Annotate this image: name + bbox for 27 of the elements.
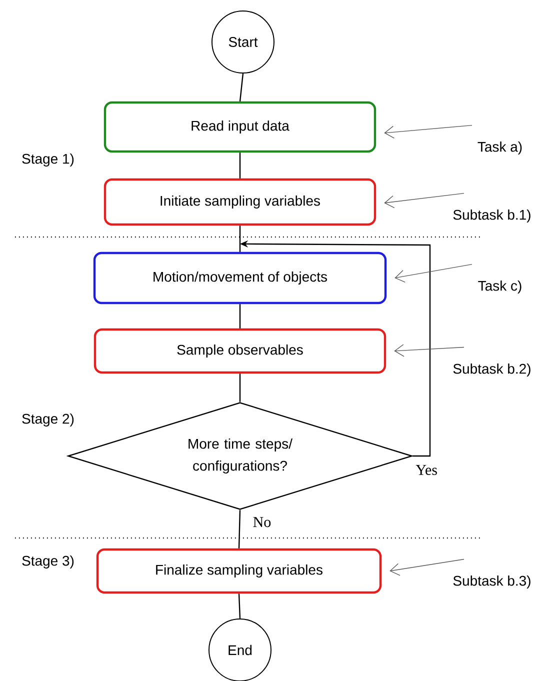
stage-label: Stage 1) [22,153,74,167]
annotation-text: Subtask b.2) [453,363,530,377]
process-box: Read input data [104,101,376,153]
connector-line [239,304,241,328]
stage-label: Stage 3) [22,555,74,569]
pointer-arrow [390,558,464,576]
annotation-text: Task a) [478,141,522,155]
process-box: Initiate sampling variables [104,178,376,226]
connector-line [239,374,241,402]
connector-line [238,594,241,619]
connector-line [239,73,244,102]
connector-line [238,510,241,548]
edge-label: Yes [416,465,437,475]
connector-line [239,226,241,252]
annotation-text: Subtask b.3) [453,575,530,589]
process-box: Sample observables [94,328,386,374]
pointer-arrow [394,344,464,357]
stage-label: Stage 2) [22,413,74,427]
process-box: Motion/movement of objects [93,252,387,304]
connector-line [239,152,241,178]
annotation-text: Task c) [478,280,522,294]
pointer-arrow [394,264,472,283]
edge-label: No [253,517,271,528]
process-box: Finalize sampling variables [96,548,382,594]
annotation-text: Subtask b.1) [453,209,530,223]
pointer-arrow [384,192,464,208]
pointer-arrow [384,124,472,138]
